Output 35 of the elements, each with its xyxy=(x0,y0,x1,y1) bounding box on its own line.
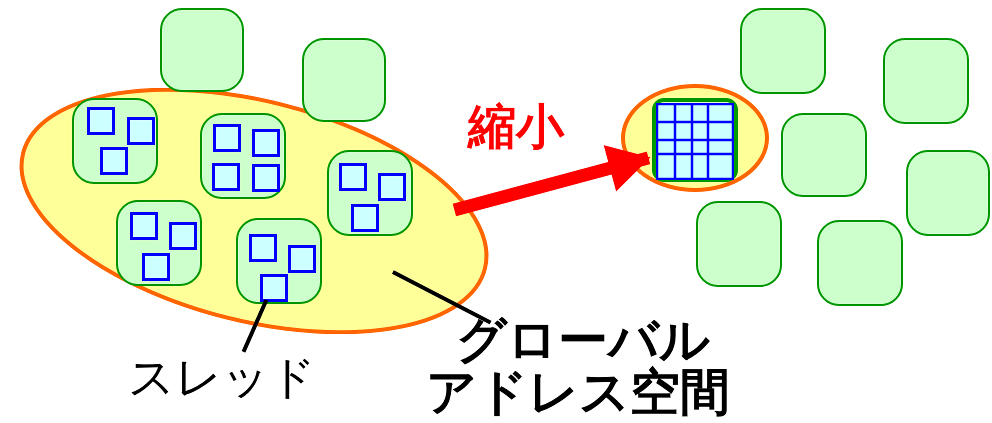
process-box xyxy=(883,38,969,124)
edge-label: 縮小 xyxy=(468,104,564,152)
process-box xyxy=(781,113,867,197)
thread-square xyxy=(288,245,316,273)
callout-label: スレッド xyxy=(128,350,317,405)
callout-label: グローバルアドレス空間 xyxy=(426,314,731,418)
process-box xyxy=(200,113,286,199)
leader-line xyxy=(392,270,492,324)
process-box xyxy=(327,150,413,236)
thread-square xyxy=(142,253,170,281)
process-box xyxy=(906,150,990,236)
process-box xyxy=(696,201,782,287)
thread-square xyxy=(351,204,379,232)
process-box xyxy=(116,200,202,286)
process-box xyxy=(817,220,903,306)
address-space-ellipse xyxy=(620,82,770,192)
thread-square xyxy=(339,163,367,191)
thread-square xyxy=(378,173,406,201)
process-box xyxy=(740,8,826,94)
process-box xyxy=(302,38,386,122)
thread-square xyxy=(169,222,197,250)
thread-square xyxy=(212,163,240,191)
thread-square xyxy=(87,107,115,135)
thread-square xyxy=(249,234,277,262)
thread-square xyxy=(130,212,158,240)
thread-square xyxy=(260,274,288,302)
arrow xyxy=(452,145,650,216)
thread-square xyxy=(213,124,241,152)
process-box xyxy=(236,218,322,304)
thread-square xyxy=(252,129,280,157)
process-box xyxy=(160,8,244,92)
thread-square xyxy=(100,147,128,175)
thread-square xyxy=(252,164,280,192)
thread-square xyxy=(127,117,155,145)
process-box xyxy=(72,98,158,184)
